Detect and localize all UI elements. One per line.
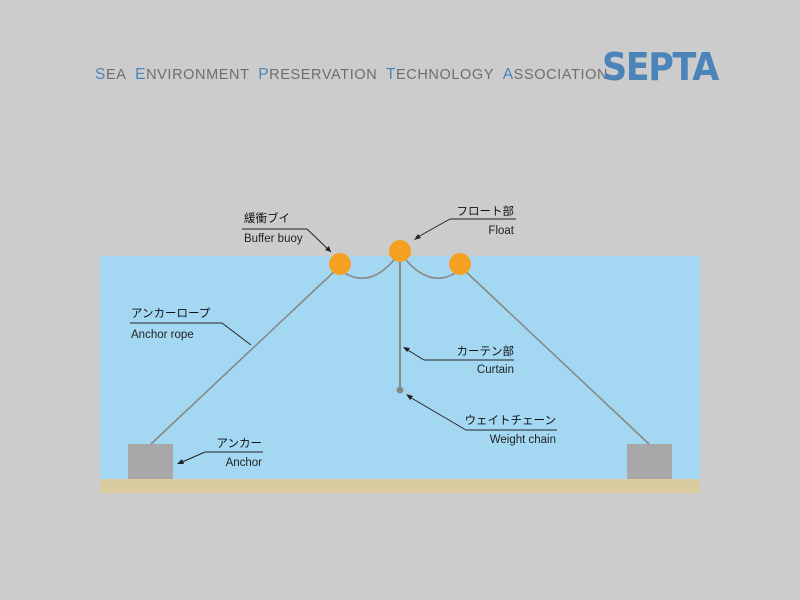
anchor-left: [128, 444, 173, 479]
float-label-jp: フロート部: [457, 204, 515, 218]
callout-leader: [415, 218, 451, 239]
org-word-3-initial: P: [258, 66, 270, 83]
buffer-buoy-left: [329, 253, 351, 275]
callout-leader: [407, 395, 467, 431]
org-word-1: SEA: [95, 66, 127, 83]
organization-name: SEA ENVIRONMENT PRESERVATION TECHNOLOGY …: [95, 66, 612, 84]
header: SEA ENVIRONMENT PRESERVATION TECHNOLOGY …: [0, 0, 800, 110]
weight-chain-label-en: Weight chain: [490, 434, 556, 446]
anchor-rope-right: [461, 267, 650, 445]
callout-leader: [221, 322, 252, 346]
org-word-4-initial: T: [385, 66, 397, 83]
callout-leader: [179, 451, 206, 464]
weight-chain-label-jp: ウェイトチェーン: [465, 413, 556, 427]
callout-leader: [405, 348, 425, 361]
org-word-3-rest: RESERVATION: [269, 67, 378, 83]
curtain-label-jp: カーテン部: [457, 344, 515, 358]
callout-anchor-rope: アンカーロープ Anchor rope: [130, 306, 252, 346]
curtain-label-en: Curtain: [477, 364, 514, 376]
org-word-5-initial: A: [502, 66, 514, 83]
org-word-4-rest: ECHNOLOGY: [396, 67, 495, 83]
anchor-right: [627, 444, 672, 479]
buffer-buoy-label-jp: 緩衝ブイ: [244, 211, 290, 225]
callout-weight-chain: ウェイトチェーン Weight chain: [406, 394, 557, 446]
callout-float: フロート部 Float: [414, 204, 516, 240]
arrowhead-icon: [177, 459, 184, 464]
anchor-rope-label-jp: アンカーロープ: [131, 306, 211, 320]
buffer-buoy-label-en: Buffer buoy: [244, 233, 303, 245]
seabed: [100, 479, 700, 493]
org-word-2-rest: NVIRONMENT: [146, 67, 250, 83]
float-label-en: Float: [488, 225, 514, 237]
anchor-label-en: Anchor: [226, 457, 263, 469]
anchor-rope-left: [150, 267, 339, 445]
buffer-buoy-right: [449, 253, 471, 275]
org-word-5-rest: SSOCIATION: [513, 67, 609, 83]
anchor-label-jp: アンカー: [216, 436, 262, 450]
org-word-4: TECHNOLOGY: [385, 66, 495, 83]
org-word-5: ASSOCIATION: [502, 66, 609, 83]
callout-buffer-buoy: 緩衝ブイ Buffer buoy: [242, 211, 332, 253]
arrowhead-icon: [414, 234, 421, 240]
org-word-2: ENVIRONMENT: [135, 66, 250, 83]
callout-curtain: カーテン部 Curtain: [403, 344, 514, 376]
septa-logo: SEPTA: [602, 45, 719, 89]
org-word-3: PRESERVATION: [258, 66, 378, 83]
org-word-2-initial: E: [135, 66, 147, 83]
float-center: [389, 240, 411, 262]
org-word-1-initial: S: [95, 66, 106, 83]
arrowhead-icon: [403, 347, 410, 352]
weight-chain: [396, 386, 404, 394]
arrowhead-icon: [325, 246, 331, 252]
org-word-1-rest: EA: [105, 67, 127, 83]
callout-anchor: アンカー Anchor: [177, 436, 263, 469]
arrowhead-icon: [406, 394, 413, 400]
anchor-rope-label-en: Anchor rope: [131, 329, 194, 341]
